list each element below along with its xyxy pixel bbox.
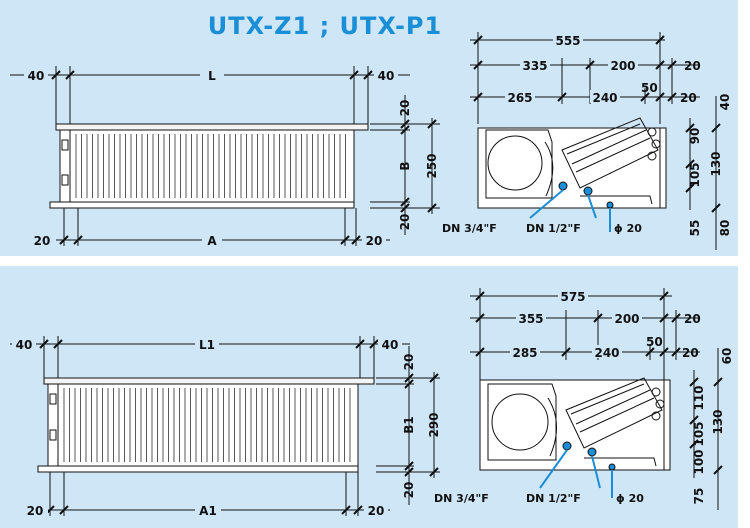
dim-h-bottom: 20 — [398, 214, 412, 231]
side-v1: 60 — [720, 348, 734, 365]
side-d2: 200 — [614, 312, 639, 326]
dim-bottom-left: 20 — [34, 234, 51, 248]
side-v4: 105 — [688, 162, 702, 187]
conn2-label: DN 1/2"F — [526, 492, 581, 505]
bottom-front-view: 40 L1 40 20 B1 290 20 20 A1 20 — [10, 336, 441, 518]
side-e2: 240 — [592, 91, 617, 105]
side-e2: 240 — [594, 346, 619, 360]
top-front-view: 40 L 40 20 B 250 20 20 A — [10, 66, 440, 248]
dim-h-total: 250 — [425, 153, 439, 178]
side-total: 555 — [555, 34, 580, 48]
dim-bottom-width: A — [207, 234, 217, 248]
dim-bottom-width: A1 — [199, 504, 217, 518]
dim-left: 40 — [28, 69, 45, 83]
side-e3: 50 — [641, 81, 658, 95]
side-v5: 100 — [692, 449, 706, 474]
side-v1: 40 — [718, 94, 732, 111]
side-v5: 55 — [688, 220, 702, 237]
conn1-label: DN 3/4"F — [442, 222, 497, 235]
dim-left: 40 — [16, 338, 33, 352]
side-d3: 20 — [684, 312, 701, 326]
dim-bottom-right: 20 — [366, 234, 383, 248]
side-v3: 130 — [711, 409, 725, 434]
dim-width: L — [208, 69, 216, 83]
top-side-view: 555 335 200 20 265 240 50 20 40 90 130 1… — [442, 32, 732, 250]
side-e4: 20 — [680, 91, 697, 105]
dim-h-mid: B — [398, 161, 412, 170]
drain-label: ϕ 20 — [616, 492, 644, 505]
conn1-label: DN 3/4"F — [434, 492, 489, 505]
drain-label: ϕ 20 — [614, 222, 642, 235]
side-v6: 75 — [692, 488, 706, 505]
dim-h-top: 20 — [398, 100, 412, 117]
dim-h-mid: B1 — [402, 416, 416, 434]
side-v2: 90 — [688, 128, 702, 145]
dim-bottom-right: 20 — [368, 504, 385, 518]
side-v4: 105 — [692, 421, 706, 446]
side-e3: 50 — [646, 335, 663, 349]
side-e1: 265 — [507, 91, 532, 105]
bottom-side-view: 575 355 200 20 285 240 50 20 60 110 130 … — [434, 288, 734, 510]
dim-h-top: 20 — [402, 354, 416, 371]
side-v3: 130 — [709, 151, 723, 176]
dim-bottom-left: 20 — [27, 504, 44, 518]
conn2-label: DN 1/2"F — [526, 222, 581, 235]
side-d1: 335 — [522, 59, 547, 73]
dim-right: 40 — [378, 69, 395, 83]
dim-width: L1 — [199, 338, 215, 352]
side-e4: 20 — [682, 346, 699, 360]
diagram-title: UTX-Z1 ; UTX-P1 — [208, 12, 442, 40]
side-d1: 355 — [518, 312, 543, 326]
side-e1: 285 — [512, 346, 537, 360]
dim-h-bottom: 20 — [402, 482, 416, 499]
side-v2: 110 — [692, 385, 706, 410]
side-d3: 20 — [684, 59, 701, 73]
dim-h-total: 290 — [427, 412, 441, 437]
side-d2: 200 — [610, 59, 635, 73]
side-total: 575 — [560, 290, 585, 304]
side-v6: 80 — [718, 220, 732, 237]
dim-right: 40 — [382, 338, 399, 352]
